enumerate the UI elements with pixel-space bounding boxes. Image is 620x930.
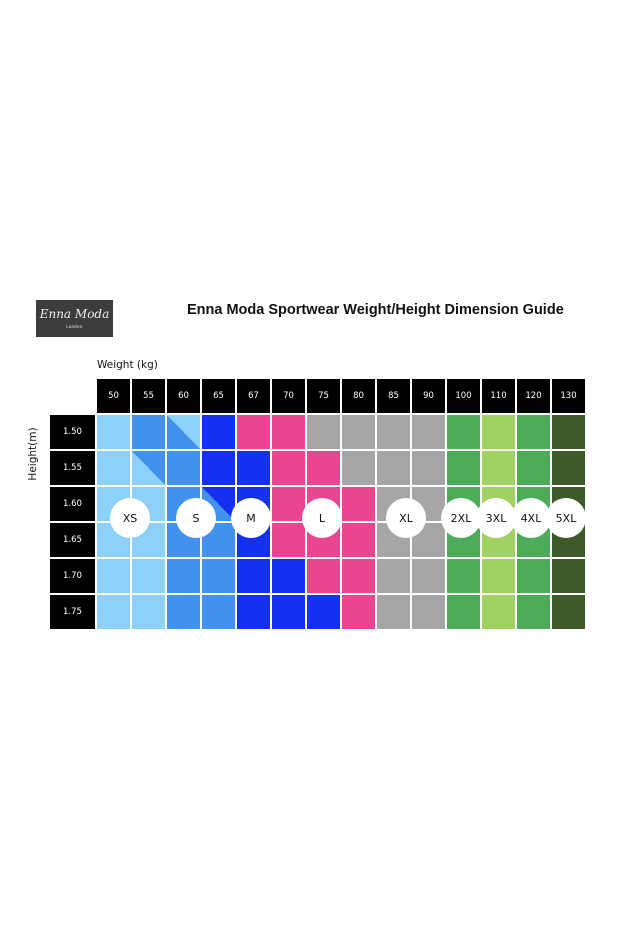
grid-cell — [96, 450, 131, 486]
grid-cell — [236, 450, 271, 486]
size-badge-s: S — [176, 498, 216, 538]
weight-header: 120 — [516, 378, 551, 414]
grid-cell — [516, 450, 551, 486]
grid-cell — [411, 450, 446, 486]
grid-cell — [551, 414, 586, 450]
grid-cell — [271, 522, 306, 558]
weight-header: 60 — [166, 378, 201, 414]
height-label: 1.50 — [49, 414, 96, 450]
grid-cell — [166, 594, 201, 630]
weight-header: 110 — [481, 378, 516, 414]
height-label: 1.70 — [49, 558, 96, 594]
grid-cell — [306, 450, 341, 486]
grid-cell — [411, 522, 446, 558]
grid-cell — [481, 558, 516, 594]
grid-cell — [341, 594, 376, 630]
grid-cell — [481, 594, 516, 630]
grid-cell — [516, 414, 551, 450]
grid-cell — [446, 558, 481, 594]
grid-cell — [96, 594, 131, 630]
grid-cell — [236, 414, 271, 450]
weight-header: 85 — [376, 378, 411, 414]
grid-cell — [201, 558, 236, 594]
grid-cell — [341, 522, 376, 558]
size-badge-2xl: 2XL — [441, 498, 481, 538]
grid-cell — [376, 594, 411, 630]
grid-cell — [551, 558, 586, 594]
weight-header: 67 — [236, 378, 271, 414]
grid-cell — [131, 414, 166, 450]
brand-logo: Enna Moda London — [36, 300, 113, 337]
height-axis-label: Height(m) — [27, 427, 39, 481]
page-title: Enna Moda Sportwear Weight/Height Dimens… — [187, 302, 564, 318]
weight-header: 80 — [341, 378, 376, 414]
grid-cell — [201, 414, 236, 450]
grid-cell — [446, 450, 481, 486]
grid-cell — [306, 414, 341, 450]
weight-header: 100 — [446, 378, 481, 414]
weight-header: 90 — [411, 378, 446, 414]
height-label: 1.55 — [49, 450, 96, 486]
grid-cell — [166, 558, 201, 594]
size-badge-4xl: 4XL — [511, 498, 551, 538]
weight-header: 70 — [271, 378, 306, 414]
grid-cell — [341, 414, 376, 450]
height-label: 1.60 — [49, 486, 96, 522]
grid-cell — [446, 414, 481, 450]
weight-header: 65 — [201, 378, 236, 414]
weight-header: 50 — [96, 378, 131, 414]
grid-cell — [551, 594, 586, 630]
grid-cell — [271, 450, 306, 486]
grid-cell — [481, 450, 516, 486]
logo-city: London — [66, 324, 83, 329]
grid-cell — [271, 486, 306, 522]
weight-header: 130 — [551, 378, 586, 414]
size-badge-5xl: 5XL — [546, 498, 586, 538]
grid-cell — [166, 450, 201, 486]
grid-cell — [376, 414, 411, 450]
grid-cell — [376, 558, 411, 594]
size-badge-xl: XL — [386, 498, 426, 538]
grid-cell — [341, 450, 376, 486]
grid-cell — [411, 414, 446, 450]
size-badge-xs: XS — [110, 498, 150, 538]
grid-cell — [516, 558, 551, 594]
grid-cell — [236, 558, 271, 594]
grid-cell — [411, 594, 446, 630]
grid-cell — [481, 414, 516, 450]
grid-cell — [131, 594, 166, 630]
grid-cell — [166, 414, 201, 450]
grid-cell — [271, 594, 306, 630]
weight-header: 55 — [131, 378, 166, 414]
grid-cell — [131, 558, 166, 594]
weight-header: 75 — [306, 378, 341, 414]
size-badge-3xl: 3XL — [476, 498, 516, 538]
grid-cell — [446, 594, 481, 630]
grid-cell — [411, 558, 446, 594]
height-label: 1.75 — [49, 594, 96, 630]
grid-cell — [341, 558, 376, 594]
size-badge-m: M — [231, 498, 271, 538]
size-badge-l: L — [302, 498, 342, 538]
grid-cell — [271, 414, 306, 450]
grid-cell — [306, 594, 341, 630]
grid-cell — [516, 594, 551, 630]
grid-cell — [341, 486, 376, 522]
weight-axis-label: Weight (kg) — [97, 359, 158, 371]
grid-cell — [131, 450, 166, 486]
grid-cell — [376, 450, 411, 486]
grid-cell — [236, 594, 271, 630]
height-label: 1.65 — [49, 522, 96, 558]
grid-cell — [306, 558, 341, 594]
grid-cell — [201, 594, 236, 630]
logo-brand: Enna Moda — [39, 307, 110, 321]
grid-cell — [96, 414, 131, 450]
grid-cell — [201, 450, 236, 486]
grid-cell — [551, 450, 586, 486]
grid-cell — [96, 558, 131, 594]
grid-cell — [271, 558, 306, 594]
